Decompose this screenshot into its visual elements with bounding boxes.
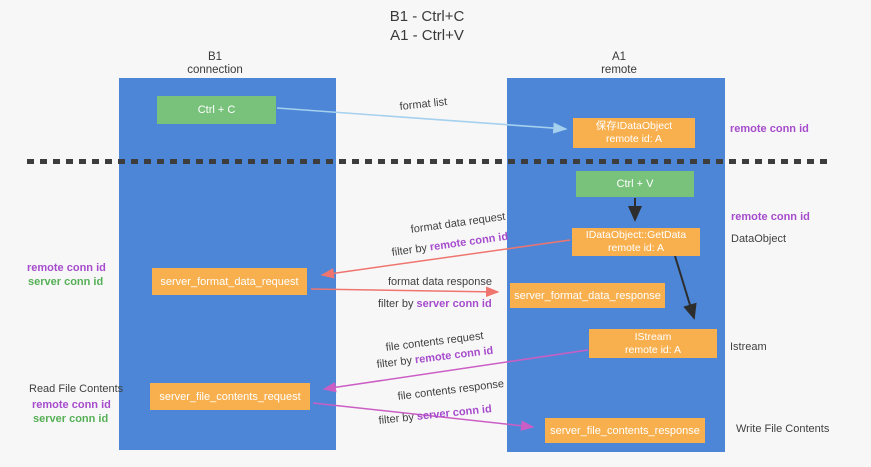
node-idataobject-getdata: IDataObject::GetData remote id: A: [572, 228, 700, 256]
server-conn-id-emphasis: server conn id: [416, 298, 492, 310]
label-filter-by-remote-conn-id-1: filter by remote conn id: [391, 231, 509, 259]
node-ctrl-c: Ctrl + C: [157, 96, 276, 124]
filter-by-text: filter by: [376, 354, 416, 371]
column-header-b1: B1 connection: [165, 51, 265, 77]
left-label-read-file-contents: Read File Contents: [29, 383, 124, 395]
label-file-contents-response: file contents response: [397, 377, 505, 403]
remote-conn-id-emphasis: remote conn id: [429, 230, 509, 254]
diagram-title: B1 - Ctrl+C A1 - Ctrl+V: [327, 7, 527, 45]
title-line-2: A1 - Ctrl+V: [390, 27, 464, 44]
node-server-file-contents-request: server_file_contents_request: [150, 383, 310, 410]
node-server-format-data-response: server_format_data_response: [510, 283, 665, 308]
left-label-remote-conn-id-2: remote conn id: [32, 399, 111, 411]
node-saved-idataobject-line2: remote id: A: [605, 133, 663, 145]
node-getdata-line1: IDataObject::GetData: [585, 229, 687, 241]
node-getdata-line2: remote id: A: [607, 242, 665, 254]
right-label-dataobject: DataObject: [731, 233, 787, 245]
filter-by-text: filter by: [378, 298, 417, 310]
node-istream-line1: IStream: [634, 330, 672, 343]
node-server-format-data-request: server_format_data_request: [152, 268, 307, 295]
label-format-list: format list: [399, 96, 448, 113]
node-istream-line2: remote id: A: [624, 343, 682, 356]
right-label-remote-conn-id-1: remote conn id: [730, 123, 809, 135]
node-saved-idataobject-line1: 保存IDataObject: [595, 120, 673, 132]
label-filter-by-server-conn-id-2: filter by server conn id: [378, 403, 492, 427]
node-istream: IStream remote id: A: [589, 329, 717, 358]
label-filter-by-server-conn-id-1: filter by server conn id: [378, 298, 492, 310]
arrow-format-data-response: [310, 286, 500, 298]
filter-by-text: filter by: [391, 241, 431, 259]
column-a1-name: A1: [611, 51, 627, 63]
column-a1-role: remote: [601, 64, 637, 76]
right-label-remote-conn-id-2: remote conn id: [731, 211, 810, 223]
title-line-1: B1 - Ctrl+C: [389, 8, 465, 25]
column-b1-name: B1: [207, 51, 223, 63]
session-divider-dashed-line: [27, 159, 830, 164]
node-saved-idataobject: 保存IDataObject remote id: A: [573, 118, 695, 148]
node-server-file-contents-response: server_file_contents_response: [545, 418, 705, 443]
server-conn-id-emphasis: server conn id: [416, 403, 493, 423]
right-label-write-file-contents: Write File Contents: [736, 423, 830, 435]
label-format-data-response: format data response: [388, 276, 492, 288]
filter-by-text: filter by: [378, 410, 418, 427]
left-label-server-conn-id-1: server conn id: [28, 276, 104, 288]
left-label-remote-conn-id-1: remote conn id: [27, 262, 106, 274]
right-label-istream: Istream: [730, 341, 767, 353]
column-b1-role: connection: [187, 64, 243, 76]
node-ctrl-v: Ctrl + V: [576, 171, 694, 197]
column-header-a1: A1 remote: [569, 51, 669, 77]
left-label-server-conn-id-2: server conn id: [33, 413, 109, 425]
